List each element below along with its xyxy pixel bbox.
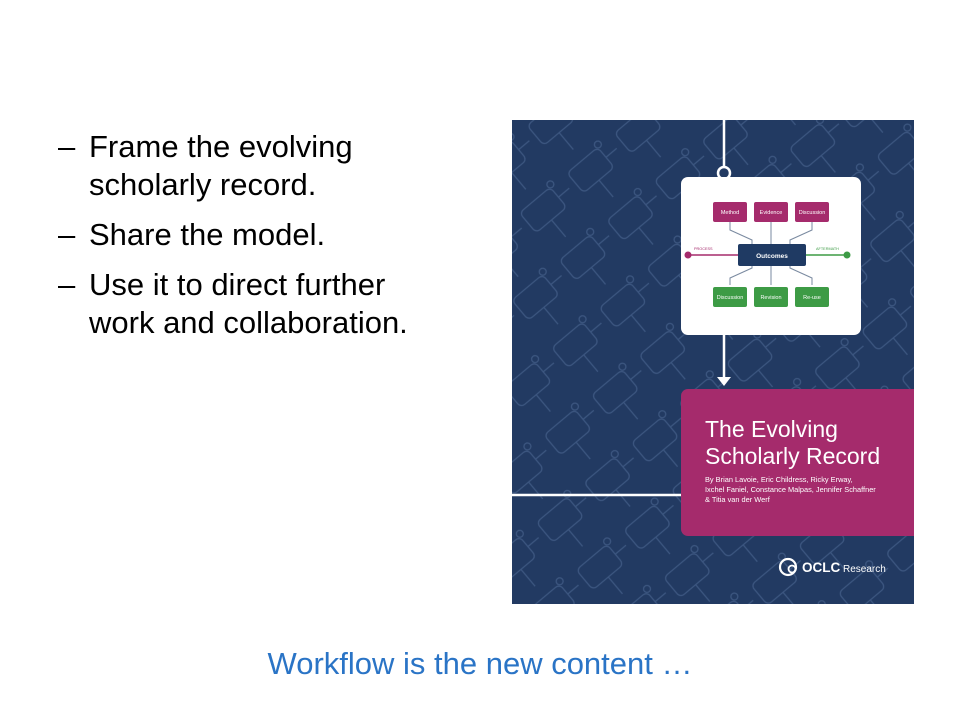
cover-title-band: The Evolving Scholarly Record By Brian L… [681, 389, 914, 536]
bullet-dash: – [58, 129, 76, 164]
bullet-text-line: Share the model. [89, 217, 326, 252]
bullet-dash: – [58, 217, 76, 252]
oclc-research-label: Research [843, 564, 886, 575]
diagram-box-discussion-bottom [713, 287, 747, 307]
bullet-text-line: Frame the evolving [89, 129, 353, 164]
cover-title-line: Scholarly Record [705, 443, 881, 469]
diagram-box-discussion [795, 202, 829, 222]
cover-title: The Evolving Scholarly Record [705, 416, 905, 470]
process-diagram: Method Evidence Discussion PROCESS AFTER… [684, 202, 851, 307]
diagram-box-label: Evidence [760, 210, 783, 216]
bullet-item: – Use it to direct further work and coll… [58, 266, 498, 342]
oclc-wordmark: OCLC [802, 560, 840, 575]
diagram-box-method [713, 202, 747, 222]
diagram-box-label: Revision [760, 295, 781, 301]
diagram-box-label: Method [721, 210, 739, 216]
process-label: PROCESS [694, 247, 713, 251]
oclc-logo-icon [778, 557, 798, 577]
bullet-text-line: work and collaboration. [89, 305, 408, 340]
bullet-list: – Frame the evolving scholarly record. –… [58, 128, 498, 354]
arrow-down-icon [717, 377, 731, 386]
cover-author-line: & Titia van der Werf [705, 495, 770, 504]
diagram-center-label: Outcomes [756, 253, 788, 260]
slide-footer-caption: Workflow is the new content … [267, 646, 693, 681]
aftermath-label: AFTERMATH [816, 247, 839, 251]
aftermath-node [843, 251, 851, 259]
process-node [684, 251, 692, 259]
cover-authors: By Brian Lavoie, Eric Childress, Ricky E… [705, 475, 905, 505]
diagram-box-outcomes [738, 244, 806, 266]
diagram-box-label: Re-use [803, 295, 821, 301]
oclc-logo: OCLC Research [778, 557, 886, 577]
diagram-box-label: Discussion [799, 210, 826, 216]
bullet-item: – Share the model. [58, 216, 498, 254]
bullet-text-line: Use it to direct further [89, 267, 386, 302]
diagram-box-revision [754, 287, 788, 307]
cover-author-line: Ixchel Faniel, Constance Malpas, Jennife… [705, 485, 876, 494]
bullet-item: – Frame the evolving scholarly record. [58, 128, 498, 204]
diagram-box-reuse [795, 287, 829, 307]
cover-author-line: By Brian Lavoie, Eric Childress, Ricky E… [705, 475, 853, 484]
bullet-text-line: scholarly record. [89, 167, 317, 202]
report-cover-image: Method Evidence Discussion PROCESS AFTER… [512, 120, 914, 604]
cover-title-line: The Evolving [705, 416, 838, 442]
diagram-box-label: Discussion [717, 295, 744, 301]
diagram-box-evidence [754, 202, 788, 222]
bullet-dash: – [58, 267, 76, 302]
